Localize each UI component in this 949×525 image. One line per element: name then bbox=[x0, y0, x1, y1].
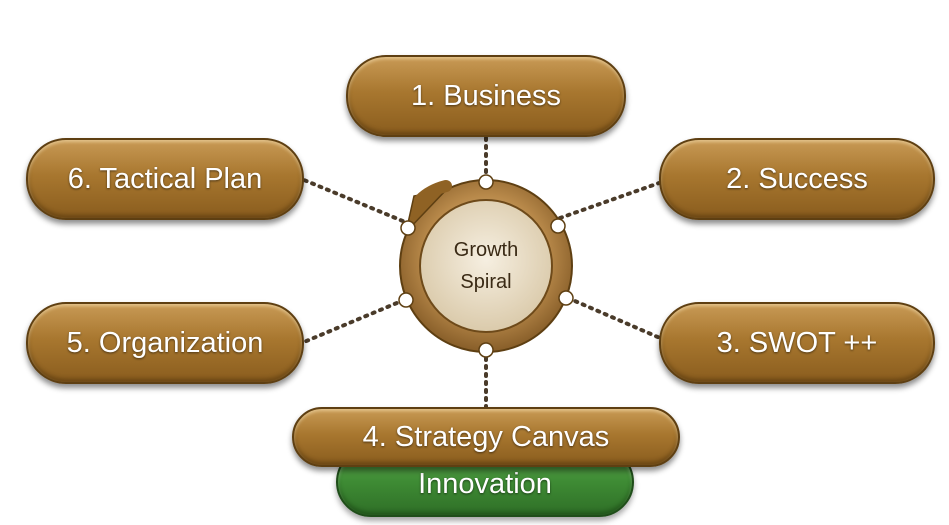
node-success: 2. Success bbox=[659, 138, 935, 220]
node-tactical-plan: 6. Tactical Plan bbox=[26, 138, 304, 220]
ring-dot-swot bbox=[558, 290, 574, 306]
ring-dot-organization bbox=[398, 292, 414, 308]
center-label: Growth Spiral bbox=[436, 234, 536, 298]
center-label-line2: Spiral bbox=[460, 271, 512, 293]
node-swot: 3. SWOT ++ bbox=[659, 302, 935, 384]
ring-dot-tactical bbox=[400, 220, 416, 236]
connector-success bbox=[558, 180, 664, 220]
connector-organization bbox=[302, 298, 406, 344]
ring-dot-success bbox=[550, 218, 566, 234]
node-strategy-canvas: 4. Strategy Canvas bbox=[292, 407, 680, 467]
growth-spiral-ring bbox=[398, 174, 574, 358]
center-label-line1: Growth bbox=[453, 239, 519, 261]
node-organization: 5. Organization bbox=[26, 302, 304, 384]
connector-swot bbox=[566, 296, 662, 340]
node-business: 1. Business bbox=[346, 55, 626, 137]
ring-dot-business bbox=[478, 174, 494, 190]
ring-dot-strategy bbox=[478, 342, 494, 358]
connector-tactical bbox=[302, 178, 412, 226]
